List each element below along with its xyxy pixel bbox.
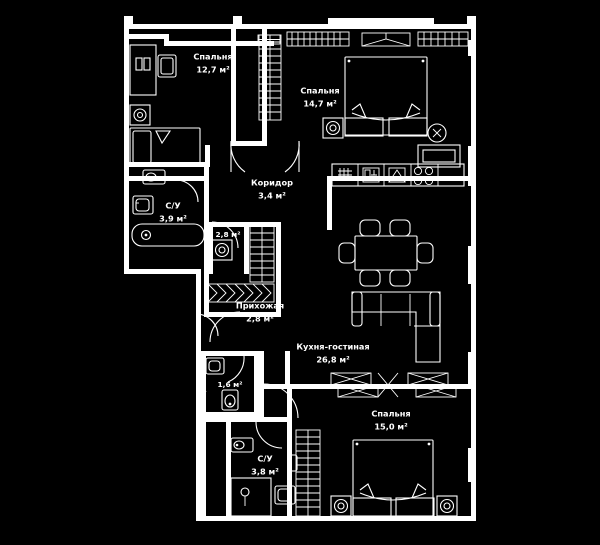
room-name: Кухня-гостиная bbox=[296, 342, 369, 352]
dresser-bedroom-2 bbox=[417, 144, 461, 168]
room-name: Прихожая bbox=[236, 301, 284, 311]
door-bedroom-2 bbox=[284, 140, 300, 173]
room-label-kitchen-living: Кухня-гостиная 26,8 м² bbox=[296, 342, 369, 365]
wardrobe-hallway bbox=[207, 283, 275, 303]
shower-bathroom-2 bbox=[230, 477, 272, 517]
bed-double-bedroom-2 bbox=[344, 56, 428, 137]
room-area: 3,4 м² bbox=[258, 191, 286, 201]
room-area: 14,7 м² bbox=[303, 99, 337, 109]
room-name: Спальня bbox=[300, 86, 339, 96]
fan-icon-bedroom-2 bbox=[427, 123, 447, 143]
room-label-bathroom-1: С/У 3,9 м² bbox=[159, 201, 187, 224]
room-name: С/У bbox=[165, 201, 181, 211]
room-name: Коридор bbox=[251, 178, 293, 188]
room-label-bedroom-3: Спальня 15,0 м² bbox=[371, 409, 410, 432]
room-area: 2,8 м² bbox=[216, 230, 241, 239]
washbasin-bathroom-2 bbox=[274, 485, 296, 505]
room-label-bedroom-1: Спальня 12,7 м² bbox=[193, 52, 232, 75]
bed-single-bedroom-1 bbox=[129, 127, 201, 167]
nightstand-bedroom-3-right bbox=[436, 495, 458, 517]
door-bathroom-2 bbox=[255, 421, 283, 449]
dining-table-and-chairs bbox=[338, 219, 434, 287]
washer-closet bbox=[211, 239, 233, 261]
window-kitchen-living bbox=[330, 372, 457, 398]
desk-bedroom-1 bbox=[129, 44, 157, 96]
room-name: Спальня bbox=[371, 409, 410, 419]
door-hallway bbox=[209, 311, 241, 343]
room-label-bedroom-2: Спальня 14,7 м² bbox=[300, 86, 339, 109]
window-top-b bbox=[286, 31, 350, 47]
chair-bedroom-1 bbox=[157, 54, 177, 78]
room-label-corridor: Коридор 3,4 м² bbox=[251, 178, 293, 201]
washbasin-utility bbox=[205, 357, 225, 375]
window-top-c bbox=[361, 32, 411, 47]
doors-layer bbox=[175, 140, 300, 449]
room-area: 12,7 м² bbox=[196, 65, 230, 75]
wardrobe-bedroom-3 bbox=[295, 429, 321, 517]
windows-layer bbox=[207, 31, 469, 517]
nightstand-bedroom-2 bbox=[322, 117, 344, 139]
wardrobe-bedroom-1-tall bbox=[258, 34, 282, 121]
door-bathroom-1 bbox=[175, 179, 199, 203]
toilet-utility bbox=[203, 371, 239, 411]
room-area: 15,0 м² bbox=[374, 422, 408, 432]
room-name: Спальня bbox=[193, 52, 232, 62]
room-area: 3,8 м² bbox=[251, 467, 279, 477]
room-label-utility: 1,6 м² bbox=[218, 380, 243, 389]
door-utility bbox=[227, 355, 245, 383]
room-area: 3,9 м² bbox=[159, 214, 187, 224]
room-name: С/У bbox=[257, 454, 273, 464]
wardrobe-closet-tall bbox=[249, 225, 275, 283]
kitchen-counter bbox=[331, 163, 465, 187]
room-labels-layer: Спальня 12,7 м² Спальня 14,7 м² Коридор … bbox=[159, 52, 410, 477]
door-entrance bbox=[195, 313, 219, 337]
room-label-bathroom-2: С/У 3,8 м² bbox=[251, 454, 279, 477]
door-kitchen-living bbox=[263, 383, 299, 419]
sofa-sectional bbox=[351, 291, 441, 363]
toilet-bathroom-2 bbox=[230, 437, 254, 453]
bathtub-bathroom-1 bbox=[131, 223, 205, 247]
towel-rail-bathroom-2 bbox=[288, 454, 298, 472]
window-top-d bbox=[417, 31, 469, 47]
room-label-hallway: Прихожая 2,8 м² bbox=[236, 301, 284, 324]
room-area: 1,6 м² bbox=[218, 380, 243, 389]
room-area: 26,8 м² bbox=[316, 355, 350, 365]
furniture-layer bbox=[129, 44, 465, 517]
nightstand-bedroom-3-left bbox=[330, 495, 352, 517]
washbasin-bathroom-1 bbox=[132, 195, 154, 215]
bed-double-bedroom-3 bbox=[352, 439, 435, 517]
lamp-bedroom-1 bbox=[129, 104, 151, 126]
door-closet bbox=[211, 221, 239, 249]
toilet-bathroom-1 bbox=[142, 169, 166, 185]
room-label-closet: 2,8 м² bbox=[216, 230, 241, 239]
room-area: 2,8 м² bbox=[246, 314, 274, 324]
door-bedroom-1 bbox=[230, 140, 246, 173]
